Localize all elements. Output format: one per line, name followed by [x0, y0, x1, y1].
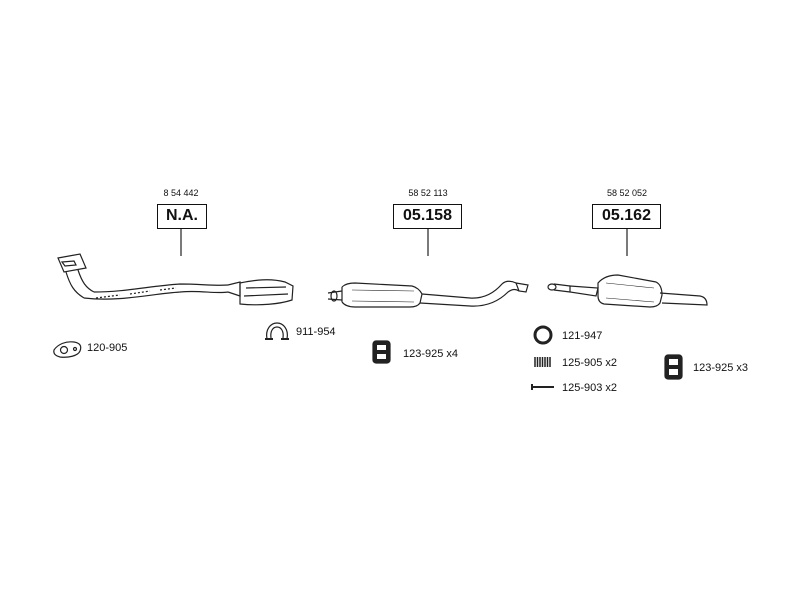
part-label-spring: 125-905 x2: [562, 357, 618, 369]
front-pipe-catalyst: [57, 253, 294, 306]
rubber-ring-icon: [533, 325, 553, 345]
part-label-gasket: 120-905: [87, 342, 128, 354]
bolt-icon: [531, 384, 554, 390]
assembly-code-front: N.A.: [157, 204, 207, 229]
part-label-hanger-middle: 123-925 x4: [403, 348, 459, 360]
assembly-code-middle: 05.158: [393, 204, 462, 229]
part-label-ring: 121-947: [562, 330, 603, 342]
part-label-hanger-rear: 123-925 x3: [693, 362, 749, 374]
rear-silencer: [547, 274, 708, 308]
assembly-ref-rear: 58 52 052: [606, 188, 648, 198]
part-label-bolt: 125-903 x2: [562, 382, 618, 394]
rubber-hanger-icon: [664, 354, 683, 380]
part-label-clamp: 911-954: [296, 326, 336, 338]
assembly-ref-middle: 58 52 113: [408, 188, 448, 198]
clamp-icon: [265, 322, 289, 340]
assembly-code-rear: 05.162: [592, 204, 661, 229]
middle-silencer-pipe: [327, 280, 529, 308]
gasket-icon: [53, 341, 82, 358]
spring-icon: [534, 357, 551, 367]
rubber-hanger-icon: [372, 340, 391, 364]
assembly-ref-front: 8 54 442: [163, 188, 199, 198]
